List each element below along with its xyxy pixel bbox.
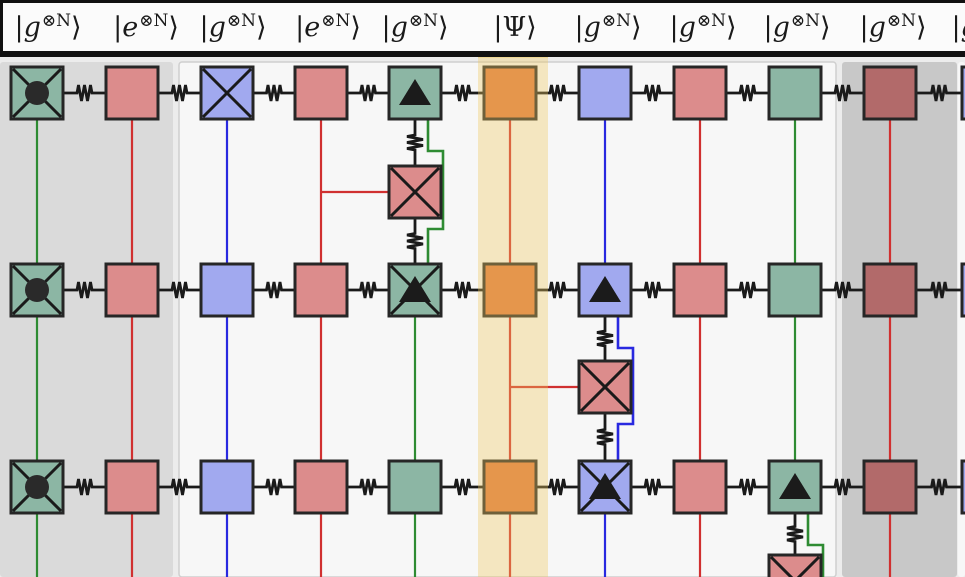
node-r1-c1 <box>104 262 160 318</box>
coupler-r2-c1 <box>158 478 201 496</box>
node-r1-c2 <box>199 262 255 318</box>
coupler-r0-c3 <box>347 84 389 102</box>
dot-icon <box>25 278 49 302</box>
coupler-r2-c5 <box>536 478 579 496</box>
coupler-r1-c9 <box>916 281 962 299</box>
node-r0-c5 <box>482 65 538 121</box>
state-label-bar: |g⊗N⟩ |e⊗N⟩ |g⊗N⟩ |e⊗N⟩ |g⊗N⟩ |Ψ⟩ |g⊗N⟩ |g⊗N⟩ |g… <box>0 0 965 57</box>
coupler-r1-c8 <box>821 281 864 299</box>
node-r2-c7 <box>672 459 728 515</box>
coupler-r0-c1 <box>158 84 201 102</box>
node-r2-c2 <box>199 459 255 515</box>
node-r0-c3 <box>293 65 349 121</box>
triangle-icon <box>779 473 811 499</box>
node-r1-c10 <box>960 262 965 318</box>
coupler-r2-c2 <box>253 478 295 496</box>
midnode-c8 <box>767 553 823 577</box>
node-r2-c1 <box>104 459 160 515</box>
coupler-r0-c2 <box>253 84 295 102</box>
coupler-r1-c0 <box>63 281 106 299</box>
coupler-r2-c3 <box>347 478 389 496</box>
state-label-4: |g⊗N⟩ <box>381 11 449 43</box>
background-panel-2 <box>842 62 957 577</box>
state-label-psi: |Ψ⟩ <box>493 12 537 43</box>
dot-icon <box>25 475 49 499</box>
state-label-7: |g⊗N⟩ <box>669 11 737 43</box>
coupler-squiggle-vertical <box>596 316 614 361</box>
node-r1-c9 <box>862 262 918 318</box>
background-panel-3 <box>958 62 965 577</box>
coupler-r1-c6 <box>631 281 674 299</box>
coupler-r2-c6 <box>631 478 674 496</box>
node-r2-c9 <box>862 459 918 515</box>
state-label-9: |g⊗N⟩ <box>859 11 927 43</box>
background-panel-1 <box>178 61 837 577</box>
node-r2-c4 <box>387 459 443 515</box>
node-r2-c10 <box>960 459 965 515</box>
bypass-elbow-c4 <box>426 119 445 264</box>
background-panel-0 <box>0 62 173 577</box>
state-label-3: |e⊗N⟩ <box>295 11 361 43</box>
coupler-r1-c3 <box>347 281 389 299</box>
coupler-r2-c0 <box>63 478 106 496</box>
coupler-r0-c8 <box>821 84 864 102</box>
coupler-squiggle-vertical <box>406 218 424 264</box>
coupler-r1-c1 <box>158 281 201 299</box>
coupler-r0-c6 <box>631 84 674 102</box>
coupler-squiggle-vertical <box>596 413 614 461</box>
coupler-r2-c4 <box>441 478 484 496</box>
triangle-icon <box>399 276 431 302</box>
cross-icon <box>796 555 821 577</box>
coupler-r0-c4 <box>441 84 484 102</box>
coupler-r1-c5 <box>536 281 579 299</box>
coupler-r0-c7 <box>726 84 769 102</box>
coupler-r1-c7 <box>726 281 769 299</box>
coupler-squiggle-vertical <box>406 119 424 166</box>
node-r1-c5 <box>482 262 538 318</box>
cross-icon <box>769 555 794 577</box>
node-r0-c8 <box>767 65 823 121</box>
triangle-icon <box>589 473 621 499</box>
bypass-elbow-c6 <box>616 316 635 461</box>
cross-icon <box>201 67 253 119</box>
coupler-r1-c2 <box>253 281 295 299</box>
bypass-elbow-c8 <box>806 513 825 577</box>
node-r0-c10 <box>960 65 965 121</box>
node-r0-c1 <box>104 65 160 121</box>
node-r0-c7 <box>672 65 728 121</box>
state-label-8: |g⊗N⟩ <box>763 11 831 43</box>
coupler-r0-c5 <box>536 84 579 102</box>
state-label-2: |g⊗N⟩ <box>199 11 267 43</box>
coupler-r1-c4 <box>441 281 484 299</box>
node-r2-c5 <box>482 459 538 515</box>
coupler-squiggle-vertical <box>786 513 804 555</box>
cross-icon <box>389 166 441 218</box>
coupler-r2-c7 <box>726 478 769 496</box>
node-r0-c9 <box>862 65 918 121</box>
coupler-r2-c9 <box>916 478 962 496</box>
coupler-r2-c8 <box>821 478 864 496</box>
node-r2-c3 <box>293 459 349 515</box>
triangle-icon <box>589 276 621 302</box>
node-r1-c3 <box>293 262 349 318</box>
dot-icon <box>25 81 49 105</box>
state-label-10: |g⊗N⟩ <box>951 12 965 43</box>
node-r1-c8 <box>767 262 823 318</box>
coupler-r0-c9 <box>916 84 962 102</box>
coupler-r0-c0 <box>63 84 106 102</box>
node-r0-c6 <box>577 65 633 121</box>
state-label-6: |g⊗N⟩ <box>574 11 642 43</box>
node-r1-c7 <box>672 262 728 318</box>
triangle-icon <box>399 79 431 105</box>
cross-icon <box>579 361 631 413</box>
state-label-0: |g⊗N⟩ <box>14 11 82 43</box>
state-label-1: |e⊗N⟩ <box>113 11 179 43</box>
